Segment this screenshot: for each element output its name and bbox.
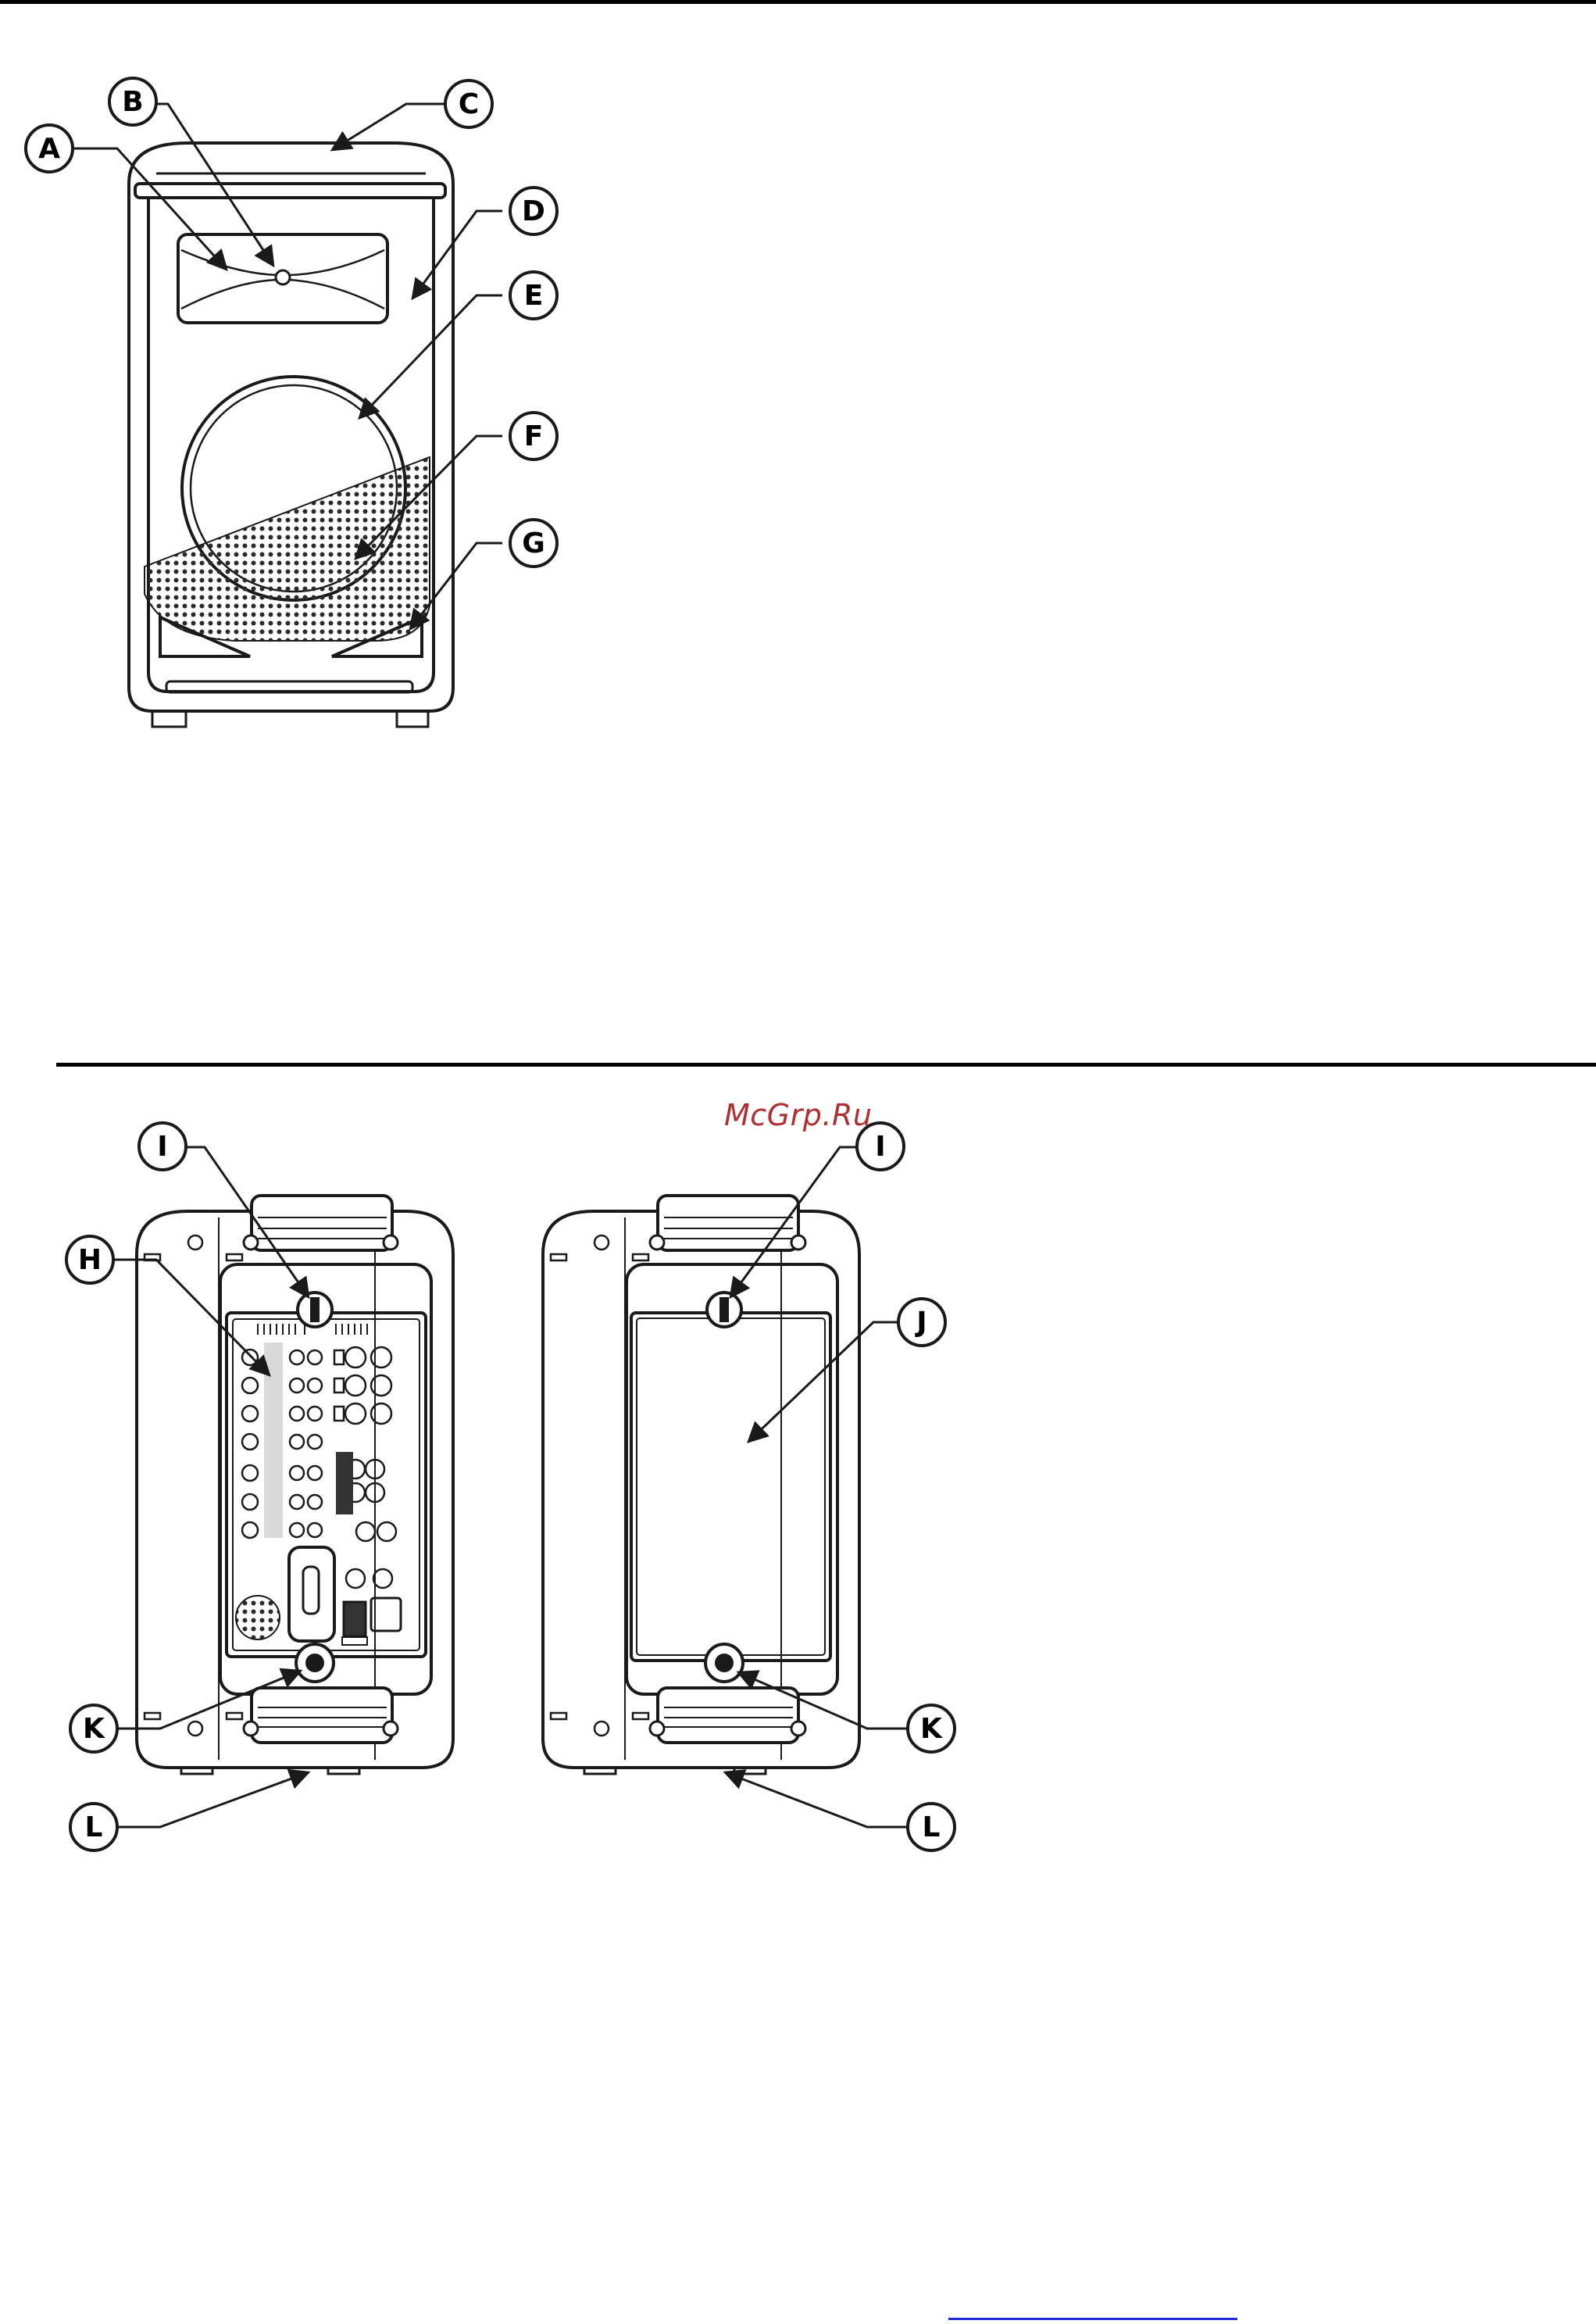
rear-speaker-left [137, 1196, 453, 1774]
svg-text:F: F [524, 420, 544, 452]
horn-driver-center [276, 270, 290, 284]
callout-k-left: K [70, 1705, 117, 1752]
rear-left-cabinet [137, 1211, 453, 1768]
callout-a: A [26, 125, 73, 172]
front-speaker [129, 143, 453, 727]
callout-j: J [898, 1299, 945, 1346]
callout-h: H [66, 1236, 113, 1283]
svg-text:E: E [524, 280, 544, 312]
svg-text:B: B [122, 86, 143, 118]
footer-link-underline[interactable] [948, 2318, 1237, 2320]
rear-callouts: I H K L I J K [66, 1123, 955, 1850]
svg-text:L: L [85, 1811, 103, 1843]
grille [145, 457, 430, 641]
svg-text:H: H [78, 1244, 102, 1276]
svg-text:D: D [522, 195, 545, 227]
callout-l-right: L [908, 1804, 955, 1850]
svg-text:A: A [38, 133, 60, 165]
dock [289, 1547, 334, 1641]
svg-text:I: I [875, 1131, 885, 1163]
watermark: McGrp.Ru [724, 1098, 872, 1132]
callout-d: D [510, 188, 557, 234]
top-handle [135, 184, 445, 198]
callout-l-left: L [70, 1804, 117, 1850]
rear-speaker-right [543, 1196, 859, 1774]
svg-text:K: K [920, 1713, 943, 1745]
callout-k-right: K [908, 1705, 955, 1752]
callout-f: F [510, 413, 557, 459]
blank-plate [631, 1313, 830, 1661]
svg-text:K: K [83, 1713, 105, 1745]
svg-text:G: G [522, 527, 545, 560]
svg-text:I: I [157, 1131, 167, 1163]
rear-right-cabinet [543, 1211, 859, 1768]
callout-c: C [445, 80, 492, 127]
callout-b: B [109, 78, 156, 125]
callout-i-left: I [139, 1123, 186, 1170]
callout-g: G [510, 520, 557, 567]
svg-text:J: J [914, 1307, 927, 1339]
callout-e: E [510, 272, 557, 319]
svg-text:C: C [459, 88, 479, 120]
svg-text:L: L [923, 1811, 941, 1843]
